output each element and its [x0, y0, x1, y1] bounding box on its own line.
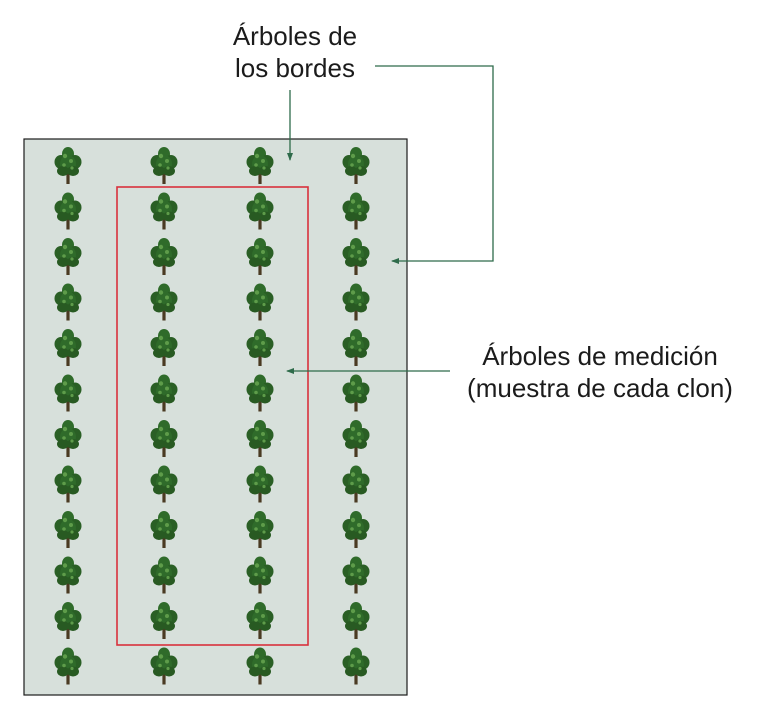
measurement-trees-label-line-1: Árboles de medición: [482, 341, 718, 371]
border-trees-label: Árboles de los bordes: [190, 20, 400, 84]
border-trees-label-line-1: Árboles de: [232, 21, 358, 51]
measurement-box: [116, 186, 309, 646]
border-trees-label-line-2: los bordes: [235, 53, 355, 83]
measurement-trees-label-line-2: (muestra de cada clon): [467, 373, 733, 403]
border-trees-bracket-arrow: [375, 65, 494, 264]
plot-area: [23, 138, 408, 696]
measurement-trees-label: Árboles de medición (muestra de cada clo…: [452, 340, 748, 404]
